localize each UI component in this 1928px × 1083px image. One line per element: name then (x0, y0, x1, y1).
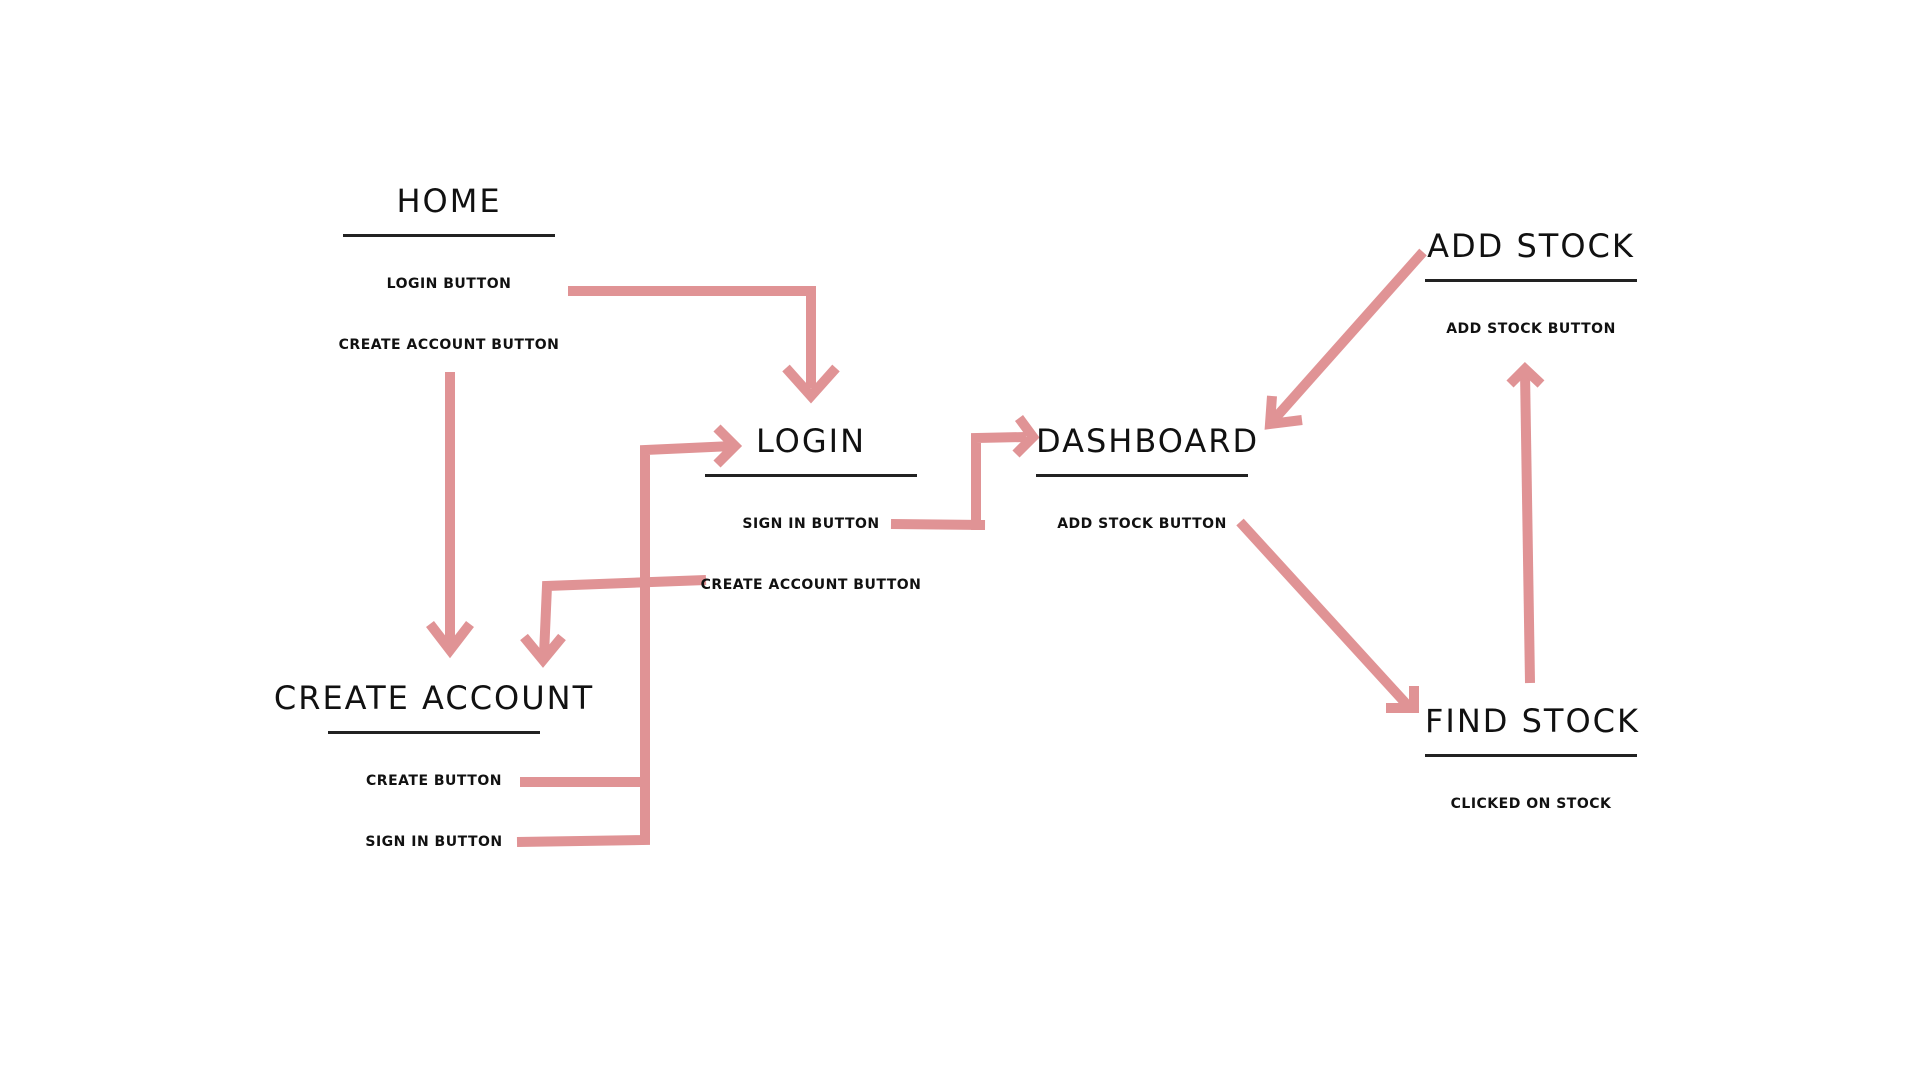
node-title-dashboard: DASHBOARD (1036, 422, 1260, 460)
item-add-stock-button: ADD STOCK BUTTON (1446, 321, 1616, 337)
node-title-home: HOME (396, 182, 502, 220)
node-find-stock: FIND STOCK CLICKED ON STOCK (1425, 702, 1640, 822)
arrowhead-home-login-to-login (782, 364, 840, 404)
arrow-create-account-signin-to-login (516, 441, 734, 847)
arrow-dashboard-to-find-stock (1236, 518, 1414, 712)
title-underline (328, 731, 540, 734)
arrowhead-home-create-to-create-account (426, 620, 474, 659)
arrowhead-login-create-to-create-account (520, 633, 566, 668)
item-login-button: LOGIN BUTTON (386, 276, 512, 292)
arrowhead-login-signin-to-dashboard (1012, 415, 1040, 458)
arrow-home-login-to-login (568, 286, 816, 388)
item-create-account-button: CREATE ACCOUNT BUTTON (700, 577, 922, 593)
arrowhead-create-account-to-login (713, 424, 743, 468)
item-create-account-button: CREATE ACCOUNT BUTTON (338, 337, 560, 353)
item-sign-in-button: SIGN IN BUTTON (365, 834, 503, 850)
title-underline (1425, 279, 1637, 282)
arrowhead-dashboard-to-find-stock (1386, 686, 1419, 713)
item-clicked-on-stock: CLICKED ON STOCK (1450, 796, 1612, 812)
arrow-add-stock-to-dashboard (1266, 248, 1427, 428)
node-login: LOGIN SIGN IN BUTTON CREATE ACCOUNT BUTT… (701, 422, 921, 602)
title-underline (343, 234, 555, 237)
item-sign-in-button: SIGN IN BUTTON (742, 516, 880, 532)
item-create-button: CREATE BUTTON (366, 773, 502, 789)
title-underline (1036, 474, 1248, 477)
node-create-account: CREATE ACCOUNT CREATE BUTTON SIGN IN BUT… (274, 679, 592, 859)
arrow-login-signin-to-dashboard (890, 432, 1027, 530)
node-title-add-stock: ADD STOCK (1427, 227, 1635, 265)
node-add-stock: ADD STOCK ADD STOCK BUTTON (1425, 227, 1637, 347)
node-title-find-stock: FIND STOCK (1425, 702, 1640, 740)
node-dashboard: DASHBOARD ADD STOCK BUTTON (1036, 422, 1260, 542)
item-add-stock-button: ADD STOCK BUTTON (1057, 516, 1227, 532)
node-title-login: LOGIN (755, 422, 867, 460)
arrow-login-create-to-create-account (539, 575, 707, 656)
title-underline (705, 474, 917, 477)
node-title-create-account: CREATE ACCOUNT (273, 679, 595, 717)
arrow-find-stock-to-add-stock (1520, 371, 1535, 684)
arrowhead-find-stock-to-add-stock (1506, 362, 1545, 388)
arrowhead-add-stock-to-dashboard (1264, 395, 1303, 430)
title-underline (1425, 754, 1637, 757)
node-home: HOME LOGIN BUTTON CREATE ACCOUNT BUTTON (339, 182, 559, 362)
